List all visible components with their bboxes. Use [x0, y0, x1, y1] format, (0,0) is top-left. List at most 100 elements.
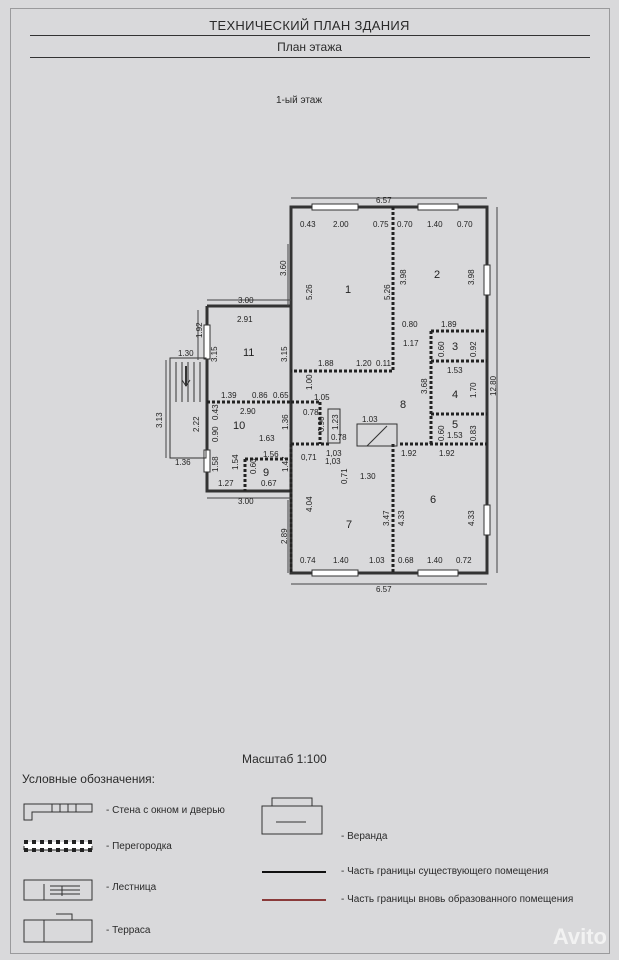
dim-label: 3.15 — [280, 346, 289, 362]
dim-label: 0.43 — [211, 404, 220, 420]
legend-partition: - Перегородка — [106, 841, 172, 852]
dim-label: 3.68 — [420, 378, 429, 394]
dim-label: 1.20 — [356, 359, 372, 368]
dim-label: 3.00 — [238, 497, 254, 506]
legend-stairs: - Лестница — [106, 882, 157, 893]
stair-arrowhead — [181, 379, 191, 387]
dim-label: 1.56 — [263, 450, 279, 459]
dim-label: 1.03 — [369, 556, 385, 565]
room-2: 2 — [434, 269, 440, 281]
dim-label: 1.30 — [178, 349, 194, 358]
window — [483, 504, 491, 536]
dim-label: 0.90 — [317, 416, 326, 432]
dim-label: 1.54 — [231, 454, 240, 470]
room-9: 9 — [263, 467, 269, 479]
dim-label: 1.88 — [318, 359, 334, 368]
dim-label: 3.98 — [399, 269, 408, 285]
dim-label: 0.90 — [211, 426, 220, 442]
room-7: 7 — [346, 519, 352, 531]
dim-label: 1.36 — [175, 458, 191, 467]
dim-label: 3.98 — [467, 269, 476, 285]
dim-label: 0.11 — [376, 359, 392, 368]
dim-label: 0.65 — [273, 391, 289, 400]
dim-label: 0.78 — [303, 408, 319, 417]
stair-box — [356, 423, 398, 447]
dim-label: 0.67 — [261, 479, 277, 488]
dim-label: 1.70 — [469, 382, 478, 398]
scale-label: Масштаб 1:100 — [242, 752, 327, 766]
dim-label: 0.70 — [457, 220, 473, 229]
legend-title: Условные обозначения: — [22, 772, 155, 786]
window — [203, 324, 211, 360]
legend-veranda: - Веранда — [341, 831, 388, 842]
dim-label: 1.39 — [221, 391, 237, 400]
dim-label: 1.23 — [331, 414, 340, 430]
legend-new-boundary: - Часть границы вновь образованного поме… — [341, 894, 574, 905]
dim-label: 5.26 — [305, 284, 314, 300]
dim-label: 2.90 — [240, 407, 256, 416]
title-underline — [30, 35, 590, 36]
window — [483, 264, 491, 296]
legend-terrace: - Терраса — [106, 925, 151, 936]
dim-label: 0.78 — [331, 433, 347, 442]
dim-label: 6.57 — [376, 196, 392, 205]
room-6: 6 — [430, 494, 436, 506]
dim-label: 0.75 — [373, 220, 389, 229]
page-frame — [10, 8, 610, 954]
dim-label: 0.72 — [456, 556, 472, 565]
dim-label: 1.92 — [195, 322, 204, 338]
dim-label: 0.83 — [469, 425, 478, 441]
legend-wall: - Стена с окном и дверью — [106, 805, 225, 816]
dim-label: 0.43 — [300, 220, 316, 229]
document-subtitle: План этажа — [277, 40, 342, 54]
dim-label: 0,71 — [301, 453, 317, 462]
dim-label: 1.27 — [218, 479, 234, 488]
window — [203, 449, 211, 473]
dim-label: 1,03 — [326, 449, 342, 458]
dim-label: 3.00 — [238, 296, 254, 305]
dim-label: 1.40 — [333, 556, 349, 565]
dim-label: 0.70 — [397, 220, 413, 229]
dim-label: 12.80 — [489, 375, 498, 396]
dim-label: 1,03 — [325, 457, 341, 466]
dim-label: 4.33 — [467, 510, 476, 526]
dim-label: 4.04 — [305, 496, 314, 512]
stair-line — [366, 425, 388, 447]
dim-label: 1.47 — [281, 456, 290, 472]
dim-label: 0.60 — [437, 341, 446, 357]
room-8: 8 — [400, 399, 406, 411]
room-4: 4 — [452, 389, 458, 401]
window — [417, 203, 459, 211]
subtitle-underline — [30, 57, 590, 58]
window — [311, 203, 359, 211]
dim-label: 0.80 — [402, 320, 418, 329]
dim-label: 3.15 — [210, 346, 219, 362]
avito-watermark: Avito — [552, 924, 607, 949]
dim-label: 1.36 — [281, 414, 290, 430]
dim-label: 0.86 — [252, 391, 268, 400]
document-title: ТЕХНИЧЕСКИЙ ПЛАН ЗДАНИЯ — [209, 18, 410, 33]
dim-label: 3.60 — [279, 260, 288, 276]
floor-label: 1-ый этаж — [276, 95, 323, 106]
dim-label: 5.26 — [383, 284, 392, 300]
dim-label: 1.03 — [362, 415, 378, 424]
dim-label: 3.13 — [155, 412, 164, 428]
dim-label: 0,71 — [340, 468, 349, 484]
dim-label: 1.17 — [403, 339, 419, 348]
dim-label: 6.57 — [376, 585, 392, 594]
dim-label: 1.58 — [211, 456, 220, 472]
entrance-porch — [169, 357, 207, 459]
room-11: 11 — [243, 347, 254, 359]
dim-label: 1.92 — [439, 449, 455, 458]
room-1: 1 — [345, 284, 351, 296]
dim-label: 0.60 — [437, 425, 446, 441]
room-3: 3 — [452, 341, 458, 353]
dim-label: 1.40 — [427, 220, 443, 229]
dim-label: 2.22 — [192, 416, 201, 432]
dim-label: 1.30 — [360, 472, 376, 481]
duct-box — [327, 408, 341, 444]
dim-label: 1.63 — [259, 434, 275, 443]
dim-label: 1.89 — [441, 320, 457, 329]
partition — [291, 207, 395, 373]
